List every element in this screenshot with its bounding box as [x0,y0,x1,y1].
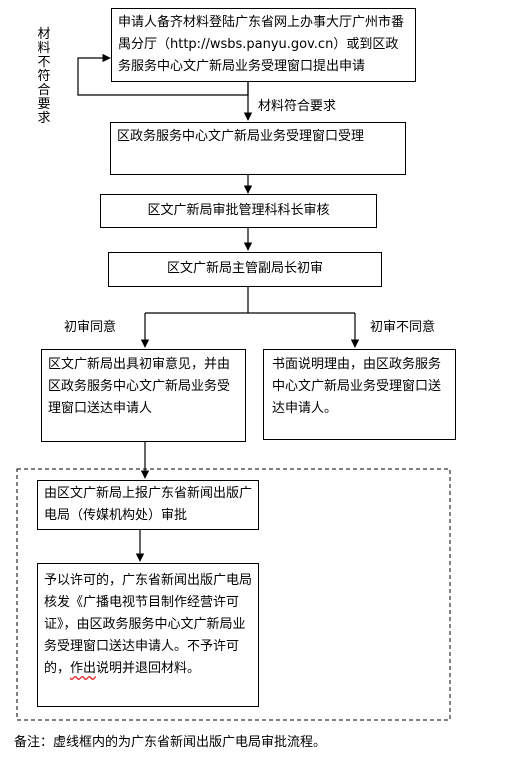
step-apply-box: 申请人备齐材料登陆广东省网上办事大厅广州市番禺分厅（http://wsbs.pa… [111,8,416,82]
step-report-text: 由区文广新局上报广东省新闻出版广电局（传媒机构处）审批 [44,486,253,523]
final-text-part1: 予以许可的，广东省新闻出版广电局核发《广播电视节目制作经营许可证》，由区政务服务… [44,573,253,676]
step-final-text: 予以许可的，广东省新闻出版广电局核发《广播电视节目制作经营许可证》，由区政务服务… [44,570,252,680]
step-deputy-review-text: 区文广新局主管副局长初审 [166,261,323,276]
final-text-part2: 作出 [70,661,97,676]
step-report-box: 由区文广新局上报广东省新闻出版广电局（传媒机构处）审批 [37,480,259,530]
step-apply-text: 申请人备齐材料登陆广东省网上办事大厅广州市番禺分厅（http://wsbs.pa… [118,15,405,74]
step-disagree-box: 书面说明理由，由区政务服务中心文广新局业务受理窗口送达申请人。 [263,349,456,440]
step-accept-text: 区政务服务中心文广新局业务受理窗口受理 [117,129,365,144]
footnote: 备注：虚线框内的为广东省新闻出版广电局审批流程。 [14,735,327,750]
final-text-part3: 说明并退回材料。 [96,661,201,676]
label-materials-ok: 材料符合要求 [258,99,337,114]
step-agree-box: 区文广新局出具初审意见，并由区政务服务中心文广新局业务受理窗口送达申请人 [41,349,246,442]
step-accept-box: 区政务服务中心文广新局业务受理窗口受理 [110,122,406,175]
step-deputy-review-box: 区文广新局主管副局长初审 [108,252,382,287]
step-disagree-text: 书面说明理由，由区政务服务中心文广新局业务受理窗口送达申请人。 [272,357,442,416]
step-section-review-text: 区文广新局审批管理科科长审核 [147,203,330,218]
step-agree-text: 区文广新局出具初审意见，并由区政务服务中心文广新局业务受理窗口送达申请人 [48,357,231,416]
step-section-review-box: 区文广新局审批管理科科长审核 [100,194,377,228]
label-first-disagree: 初审不同意 [370,320,436,335]
label-first-agree: 初审同意 [64,320,117,335]
label-materials-not-ok: 材料不符合要求 [37,27,51,126]
step-final-box: 予以许可的，广东省新闻出版广电局核发《广播电视节目制作经营许可证》，由区政务服务… [37,563,259,707]
provincial-process-frame [16,468,451,721]
